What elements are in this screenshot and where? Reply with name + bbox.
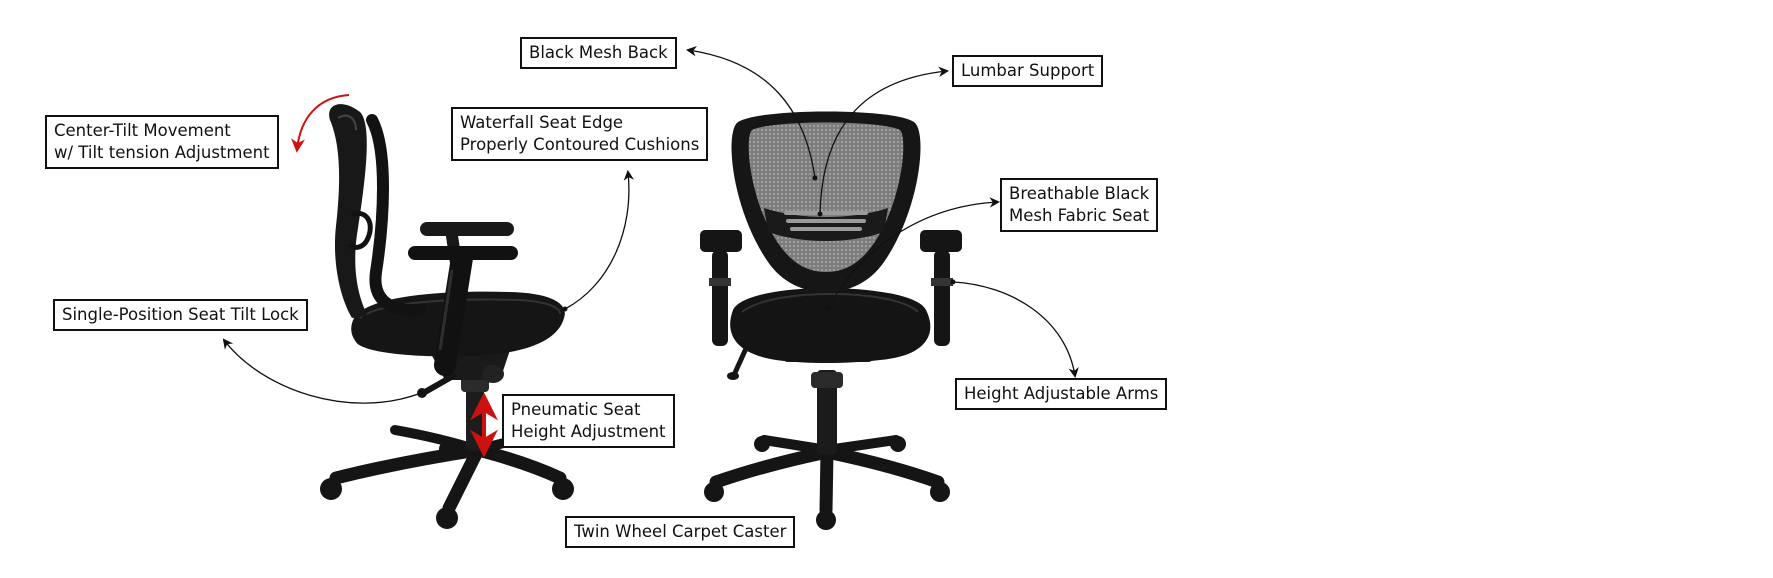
callout-text: Height Adjustable Arms xyxy=(964,384,1159,403)
callout-text: Lumbar Support xyxy=(961,61,1095,80)
callout-text-line-2: Properly Contoured Cushions xyxy=(460,135,700,154)
callout-text-line-1: Center-Tilt Movement xyxy=(54,121,231,140)
callout-breathable-seat: Breathable Black Mesh Fabric Seat xyxy=(1000,178,1159,232)
callout-text-line-2: Height Adjustment xyxy=(511,422,666,441)
callout-twin-wheel-caster: Twin Wheel Carpet Caster xyxy=(565,516,796,548)
front-lumbar-slots xyxy=(764,208,888,241)
callout-seat-tilt-lock: Single-Position Seat Tilt Lock xyxy=(53,299,308,331)
callout-lumbar-support: Lumbar Support xyxy=(952,55,1104,87)
leader-lumbar-support xyxy=(819,66,950,215)
callout-center-tilt: Center-Tilt Movement w/ Tilt tension Adj… xyxy=(45,115,279,169)
leader-waterfall-seat xyxy=(564,169,635,310)
callout-text-line-2: w/ Tilt tension Adjustment xyxy=(54,143,270,162)
callout-text-line-1: Waterfall Seat Edge xyxy=(460,113,624,132)
front-base xyxy=(709,435,945,517)
callout-pneumatic-height: Pneumatic Seat Height Adjustment xyxy=(502,394,675,448)
leader-seat-tilt-lock xyxy=(222,338,422,404)
leader-height-adjustable-arms xyxy=(952,281,1079,379)
leader-breathable-seat xyxy=(827,197,1001,309)
callout-text-line-1: Pneumatic Seat xyxy=(511,400,641,419)
tilt-movement-arrow xyxy=(291,94,350,153)
callout-black-mesh-back: Black Mesh Back xyxy=(520,37,677,69)
leader-black-mesh-back xyxy=(685,46,816,179)
side-armrests xyxy=(408,222,518,376)
front-armrests xyxy=(700,230,962,346)
leader-lines xyxy=(222,46,1079,404)
callout-text-line-1: Breathable Black xyxy=(1009,184,1150,203)
callout-text: Single-Position Seat Tilt Lock xyxy=(62,305,299,324)
callout-text: Twin Wheel Carpet Caster xyxy=(574,522,787,541)
front-gas-cylinder xyxy=(817,370,837,454)
callout-waterfall-seat: Waterfall Seat Edge Properly Contoured C… xyxy=(451,107,709,161)
callout-height-adjustable-arms: Height Adjustable Arms xyxy=(955,378,1168,410)
callout-text-line-2: Mesh Fabric Seat xyxy=(1009,206,1150,225)
front-seat xyxy=(730,288,931,363)
callout-text: Black Mesh Back xyxy=(529,43,668,62)
side-backrest xyxy=(329,104,368,318)
front-view-chair xyxy=(700,111,962,530)
